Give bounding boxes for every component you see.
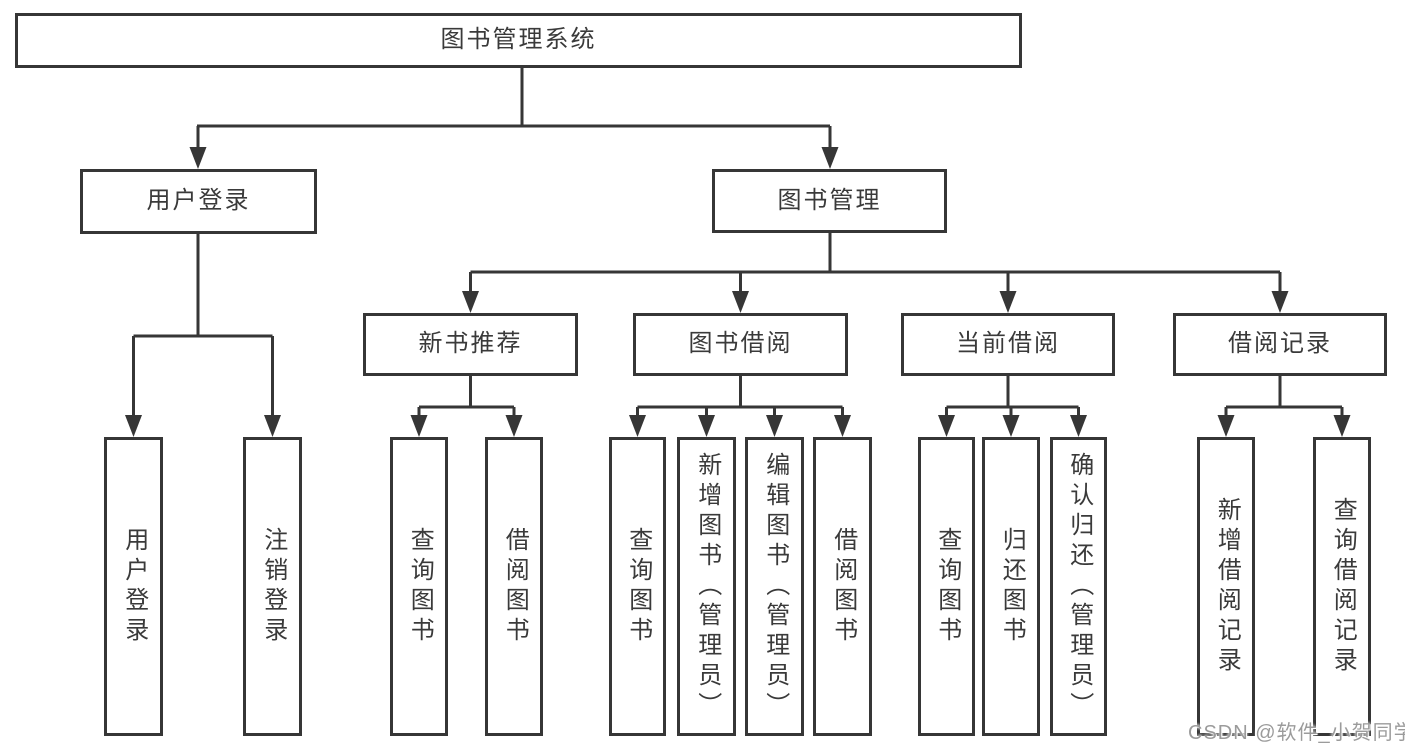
arrowhead-down-icon	[462, 291, 479, 313]
arrowhead-down-icon	[821, 147, 839, 169]
arrowhead-down-icon	[264, 415, 281, 437]
connector-path	[469, 233, 1282, 295]
arrowhead-down-icon	[505, 415, 523, 437]
leaf-records-query-record: 查询借阅记录	[1313, 437, 1371, 736]
node-user-login: 用户登录	[80, 169, 317, 234]
node-root: 图书管理系统	[15, 13, 1022, 68]
arrowhead-down-icon	[732, 291, 749, 313]
connector-path	[945, 376, 1080, 419]
arrowhead-down-icon	[938, 415, 955, 437]
leaf-current-query-book: 查询图书	[918, 437, 975, 736]
leaf-recommend-borrow-book: 借阅图书	[485, 437, 543, 736]
node-book-management: 图书管理	[712, 169, 947, 233]
arrowhead-down-icon	[189, 147, 207, 169]
arrowhead-down-icon	[629, 415, 646, 437]
leaf-current-confirm-return-admin: 确认归还（管理员）	[1050, 437, 1107, 736]
node-new-book-recommend: 新书推荐	[363, 313, 578, 376]
leaf-borrow-query-book: 查询图书	[609, 437, 666, 736]
leaf-borrow-add-book-admin: 新增图书（管理员）	[677, 437, 736, 736]
csdn-watermark: CSDN @软件_小贺同学	[1188, 722, 1405, 744]
arrowhead-down-icon	[410, 415, 428, 437]
arrowhead-down-icon	[1070, 415, 1087, 437]
arrowhead-down-icon	[999, 291, 1017, 313]
connector-path	[132, 234, 274, 419]
connector-path	[1224, 376, 1344, 419]
connector-path	[196, 68, 832, 152]
leaf-logout: 注销登录	[243, 437, 302, 736]
arrowhead-down-icon	[1333, 415, 1351, 437]
leaf-borrow-borrow-book: 借阅图书	[813, 437, 872, 736]
leaf-borrow-edit-book-admin: 编辑图书（管理员）	[745, 437, 804, 736]
node-book-borrow: 图书借阅	[633, 313, 848, 376]
connector-path	[636, 376, 844, 419]
arrowhead-down-icon	[125, 415, 142, 437]
arrowhead-down-icon	[834, 415, 851, 437]
arrowhead-down-icon	[1217, 415, 1235, 437]
arrowhead-down-icon	[1002, 415, 1020, 437]
node-borrow-records: 借阅记录	[1173, 313, 1387, 376]
leaf-recommend-query-book: 查询图书	[390, 437, 448, 736]
leaf-records-add-record: 新增借阅记录	[1197, 437, 1255, 736]
connector-path	[417, 376, 516, 419]
arrowhead-down-icon	[766, 415, 783, 437]
leaf-current-return-book: 归还图书	[982, 437, 1040, 736]
arrowhead-down-icon	[1271, 291, 1289, 313]
arrowhead-down-icon	[698, 415, 715, 437]
node-current-borrow: 当前借阅	[901, 313, 1115, 376]
leaf-user-login: 用户登录	[104, 437, 163, 736]
